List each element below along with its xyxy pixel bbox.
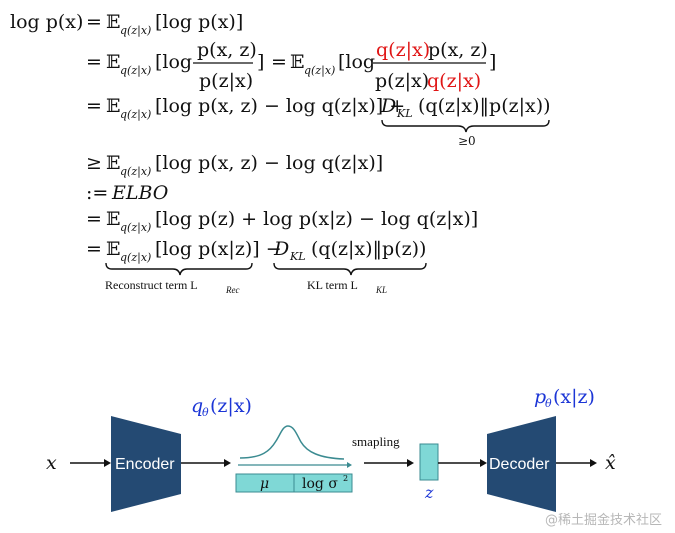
eq-line2-close: ] xyxy=(257,51,264,73)
eq-line7-sub: q(z|x) xyxy=(120,251,151,265)
encoder-block xyxy=(111,416,181,512)
equation-line-3: = 𝔼 q(z|x) [log p(x, z) − log q(z|x)] + … xyxy=(86,95,551,148)
eq-line3-underbrace xyxy=(381,119,550,133)
eq-line2-frac2-den-rest: p(z|x) xyxy=(375,70,429,92)
eq-line7-eq: = xyxy=(86,238,102,260)
eq-line1-rhs: [log p(x)] xyxy=(155,11,243,33)
eq-line7-brace1-sub: Rec xyxy=(225,285,240,295)
equation-line-6: = 𝔼 q(z|x) [log p(z) + log p(x|z) − log … xyxy=(86,208,478,235)
eq-line6-expect: 𝔼 xyxy=(106,208,120,230)
eq-line3-underbrace-label: ≥0 xyxy=(458,134,476,148)
eq-line4-expect: 𝔼 xyxy=(106,152,120,174)
eq-line7-term: [log p(x|z)] − xyxy=(155,238,282,260)
eq-line5-rel: := xyxy=(86,182,108,204)
eq-line2-frac2-num-rest: p(x, z) xyxy=(428,39,488,61)
eq-line2-frac2-num-red: q(z|x) xyxy=(376,39,430,61)
eq-line1-expect: 𝔼 xyxy=(106,11,120,33)
eq-line2-frac-den: p(z|x) xyxy=(199,70,253,92)
encoder-label: Encoder xyxy=(115,456,175,473)
eq-line7-brace1-label: Reconstruct term L xyxy=(105,278,198,292)
eq-line2-open: [log xyxy=(155,51,192,73)
diagram-q-label: q xyxy=(191,395,203,417)
eq-line2-expect: 𝔼 xyxy=(106,51,120,73)
eq-line3-term: [log p(x, z) − log q(z|x)] + xyxy=(155,95,405,117)
eq-line2-sub: q(z|x) xyxy=(120,64,151,78)
diagram-p-label: p xyxy=(534,386,546,408)
diagram-z-label: z xyxy=(424,483,434,502)
diagram-x-label: x xyxy=(46,452,57,474)
equation-line-1: log p(x) = 𝔼 q(z|x) [log p(x)] xyxy=(10,11,243,38)
eq-line3-dkl: D xyxy=(380,95,396,117)
eq-line6-sub: q(z|x) xyxy=(120,221,151,235)
eq-line4-rel: ≥ xyxy=(86,152,102,174)
svg-text:log p(x): log p(x) xyxy=(10,11,83,33)
eq-line3-expect: 𝔼 xyxy=(106,95,120,117)
eq-line7-brace2-sub: KL xyxy=(375,285,387,295)
latent-distribution-curve xyxy=(239,425,345,460)
eq-line2-close2: ] xyxy=(489,51,496,73)
diagram-arrowhead-x-to-encoder xyxy=(104,459,111,467)
diagram-arrowhead-sampling xyxy=(407,459,414,467)
eq-line4-term: [log p(x, z) − log q(z|x)] xyxy=(155,152,383,174)
eq-line5-term: ELBO xyxy=(111,182,169,204)
eq-line2-sub2: q(z|x) xyxy=(304,64,335,78)
diagram-arrowhead-encoder-to-latent xyxy=(224,459,231,467)
eq-line7-underbrace-kl xyxy=(273,262,427,276)
equation-line-4: ≥ 𝔼 q(z|x) [log p(x, z) − log q(z|x)] xyxy=(86,152,383,179)
eq-line4-sub: q(z|x) xyxy=(120,165,151,179)
decoder-block xyxy=(487,416,556,512)
eq-line3-dkl-sub: KL xyxy=(396,107,413,120)
diagram-q-sub: θ xyxy=(202,406,209,419)
diagram-arrowhead-decoder-to-output xyxy=(590,459,597,467)
equation-line-5: := ELBO xyxy=(86,182,169,204)
equation-line-2: = 𝔼 q(z|x) [log p(x, z) p(z|x) ] = 𝔼 q(z… xyxy=(86,39,496,92)
eq-line3-dkl-args: (q(z|x)‖p(z|x)) xyxy=(418,95,551,117)
eq-line2-eq2: = xyxy=(271,51,287,73)
z-vector-box xyxy=(419,443,439,481)
equation-line-7: = 𝔼 q(z|x) [log p(x|z)] − D KL (q(z|x)‖p… xyxy=(86,238,427,295)
eq-line2-eq: = xyxy=(86,51,102,73)
eq-line6-term: [log p(z) + log p(x|z) − log q(z|x)] xyxy=(155,208,478,230)
vae-diagram: x Encoder q θ (z|x) μ log σ 2 smapling z xyxy=(46,386,616,512)
diagram-arrowhead-z-to-decoder xyxy=(480,459,487,467)
diagram-p-args: (x|z) xyxy=(553,386,595,408)
eq-line1-sub: q(z|x) xyxy=(120,24,151,38)
latent-log-sigma-label: log σ xyxy=(302,476,338,492)
eq-line7-brace2-label: KL term L xyxy=(307,278,358,292)
eq-line1-lhs: log p(x) xyxy=(10,11,83,33)
diagram-p-sub: θ xyxy=(545,397,552,410)
decoder-label: Decoder xyxy=(489,456,550,473)
diagram-q-args: (z|x) xyxy=(210,395,252,417)
eq-line7-expect: 𝔼 xyxy=(106,238,120,260)
eq-line7-underbrace-rec xyxy=(105,262,253,276)
eq-line7-dkl: D xyxy=(273,238,289,260)
eq-line2-frac2-den-red: q(z|x) xyxy=(427,70,481,92)
eq-line2-expect2: 𝔼 xyxy=(290,51,304,73)
eq-line2-frac-num: p(x, z) xyxy=(197,39,257,61)
diagram-xhat-label: x̂ xyxy=(605,452,616,474)
eq-line1-eq: = xyxy=(86,11,102,33)
diagram-sampling-label: smapling xyxy=(352,434,400,449)
eq-line7-dkl-args: (q(z|x)‖p(z)) xyxy=(311,238,426,260)
latent-log-sigma-exp: 2 xyxy=(343,474,348,483)
latent-axis-arrowhead xyxy=(347,462,352,468)
eq-line3-eq: = xyxy=(86,95,102,117)
eq-line3-sub: q(z|x) xyxy=(120,108,151,122)
watermark-text: @稀土掘金技术社区 xyxy=(545,512,662,528)
eq-line7-dkl-sub: KL xyxy=(289,250,306,263)
latent-mu-label: μ xyxy=(260,476,269,492)
eq-line2-open2: [log xyxy=(338,51,375,73)
eq-line6-eq: = xyxy=(86,208,102,230)
